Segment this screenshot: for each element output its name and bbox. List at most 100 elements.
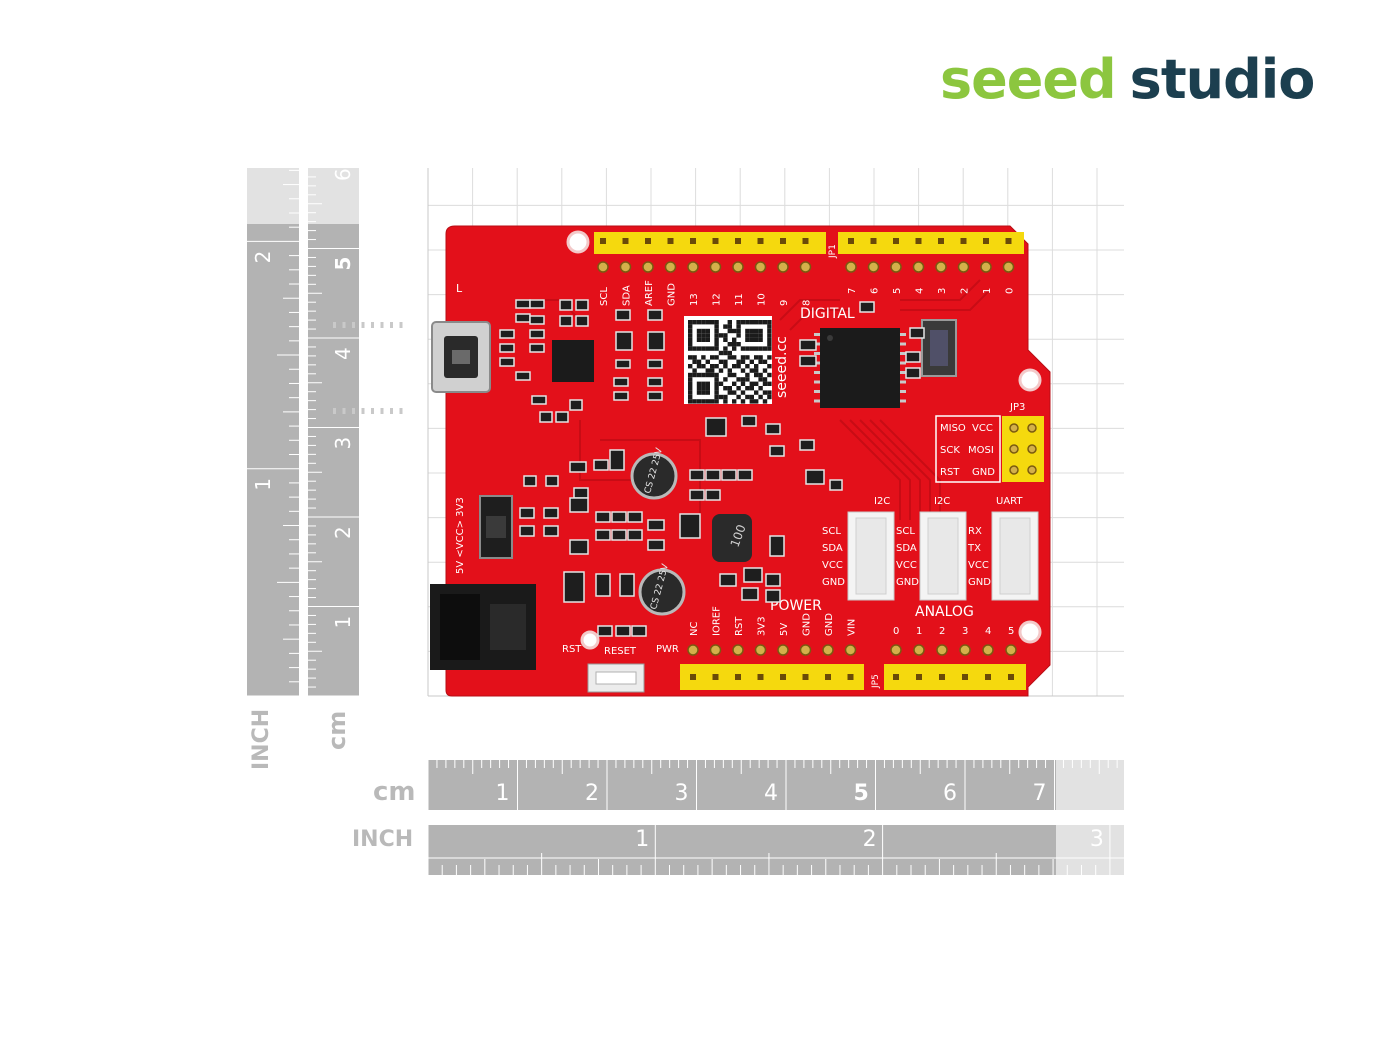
grove-pin-label: TX — [967, 543, 981, 554]
smd-part — [499, 343, 515, 353]
qr-cell — [727, 372, 732, 378]
power-pin-label: 3V3 — [757, 616, 768, 636]
qr-cell — [718, 381, 724, 386]
cm-tick-label: 2 — [585, 781, 599, 806]
header-socket — [780, 674, 786, 680]
header-pin — [732, 644, 744, 656]
qr-cell — [701, 346, 706, 351]
qr-cell — [745, 372, 750, 378]
digital-pin-label: 0 — [1005, 288, 1016, 294]
qr-cell — [758, 320, 763, 325]
qr-cell — [749, 368, 754, 373]
qr-cell — [732, 372, 737, 378]
digital-pin-label: SDA — [622, 285, 633, 306]
digital-header-left — [594, 232, 826, 254]
icsp-mosi: MOSI — [968, 445, 994, 456]
qr-cell — [758, 394, 763, 400]
qr-cell — [767, 337, 772, 342]
qr-cell — [727, 342, 732, 347]
qr-cell — [732, 342, 737, 347]
smd-part — [631, 625, 647, 637]
smd-part — [609, 449, 625, 471]
header-pin — [890, 644, 902, 656]
header-socket — [962, 674, 968, 680]
smd-part — [689, 469, 705, 481]
vertical-inch-unit: INCH — [249, 709, 274, 770]
qr-cell — [732, 390, 737, 395]
qr-cell — [754, 333, 759, 338]
qr-cell — [701, 337, 706, 342]
mcu-pin — [390, 408, 393, 414]
icsp-miso: MISO — [940, 423, 966, 434]
smd-part — [555, 411, 569, 423]
inductor: 100 — [712, 514, 752, 562]
analog-pin-label: 1 — [916, 626, 922, 637]
qr-cell — [723, 324, 728, 329]
smd-part — [529, 329, 545, 339]
analog-header — [884, 664, 1026, 690]
qr-cell — [714, 328, 719, 334]
digital-pin-label: 1 — [982, 288, 993, 294]
header-socket — [645, 238, 651, 244]
header-socket — [985, 674, 991, 680]
i2c-label-2: I2C — [934, 496, 950, 507]
qr-cell — [714, 355, 719, 360]
qr-cell — [701, 399, 706, 404]
qr-cell — [767, 342, 772, 347]
qr-cell — [705, 386, 710, 391]
qr-cell — [692, 368, 697, 373]
crystal-oscillator — [921, 319, 957, 377]
qr-cell — [718, 350, 724, 356]
pwr-label: PWR — [656, 644, 679, 655]
qr-cell — [767, 333, 772, 338]
header-socket — [870, 238, 877, 244]
header-socket — [848, 238, 854, 244]
qr-cell — [758, 359, 763, 364]
qr-cell — [762, 377, 768, 382]
smd-part — [769, 445, 785, 457]
header-pin — [687, 261, 699, 273]
qr-cell — [692, 359, 697, 364]
mcu-pin — [399, 408, 403, 414]
cm-tick-label: 4 — [764, 781, 778, 806]
header-socket — [893, 238, 899, 244]
smd-part — [569, 539, 589, 555]
smd-part — [519, 525, 535, 537]
digital-pin-label: 12 — [712, 293, 723, 306]
smd-part — [615, 625, 631, 637]
digital-pin-label: 13 — [689, 293, 700, 306]
qr-cell — [740, 399, 746, 404]
analog-label: ANALOG — [915, 604, 974, 620]
qr-cell — [723, 399, 728, 404]
smd-part — [679, 513, 701, 539]
qr-cell — [696, 337, 702, 342]
qr-cell — [696, 390, 702, 395]
smd-part — [905, 351, 921, 363]
grove-pin-label: GND — [896, 577, 919, 588]
qr-cell — [692, 346, 697, 351]
smd-part — [721, 469, 737, 481]
qr-cell — [688, 333, 693, 338]
smd-part — [593, 459, 609, 471]
header-pin — [890, 261, 902, 273]
qr-cell — [714, 333, 719, 338]
power-pin-label: GND — [802, 613, 813, 636]
header-socket — [825, 674, 831, 680]
header-pin — [777, 644, 789, 656]
header-pin — [687, 644, 699, 656]
qr-cell — [701, 333, 706, 338]
qr-cell — [749, 333, 754, 338]
qr-cell — [688, 399, 693, 404]
smd-part — [627, 511, 643, 523]
smd-part — [615, 331, 633, 351]
mcu-pin — [900, 342, 906, 346]
header-socket — [780, 238, 786, 244]
qr-cell — [767, 381, 772, 386]
qr-code — [684, 316, 772, 404]
mounting-holes — [566, 230, 1042, 650]
qr-cell — [749, 394, 754, 400]
qr-cell — [710, 364, 715, 369]
qr-cell — [705, 320, 710, 325]
header-socket — [690, 238, 696, 244]
power-select-switch — [479, 495, 513, 559]
